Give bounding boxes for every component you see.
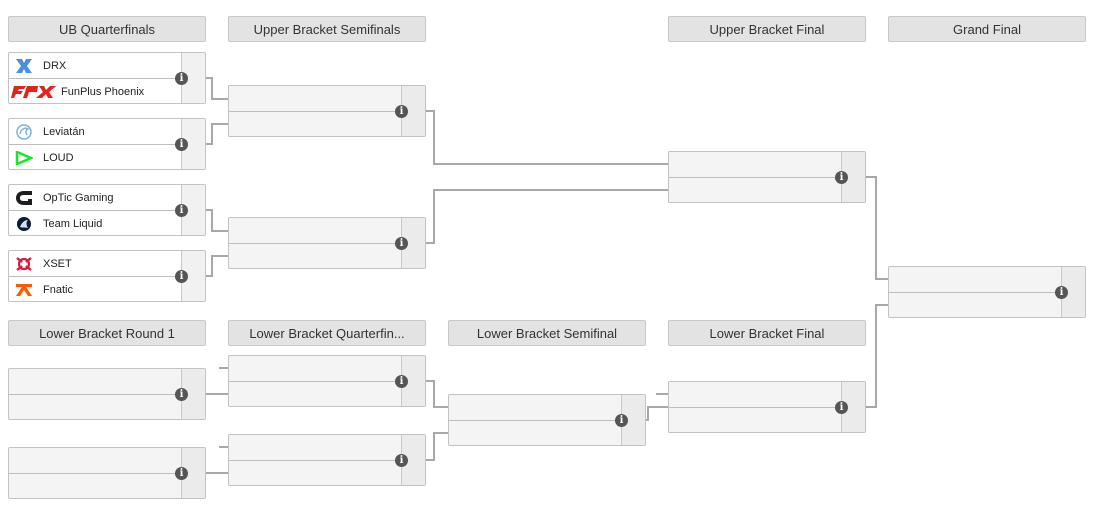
- match-ub-final[interactable]: i: [668, 151, 866, 203]
- match-team-row[interactable]: FunPlus Phoenix: [9, 79, 181, 105]
- info-icon[interactable]: i: [175, 204, 188, 217]
- team-name: LOUD: [43, 152, 74, 164]
- match-team-row[interactable]: Team Liquid: [9, 211, 181, 237]
- match-team-row[interactable]: [669, 152, 841, 178]
- info-icon[interactable]: i: [395, 454, 408, 467]
- team-name: XSET: [43, 257, 72, 270]
- team-name: Leviatán: [43, 125, 85, 138]
- info-icon[interactable]: i: [175, 138, 188, 151]
- match-team-row[interactable]: [889, 293, 1061, 319]
- match-team-row[interactable]: [229, 218, 401, 244]
- match-lb-semifinal[interactable]: i: [448, 394, 646, 446]
- match-ubsf-2[interactable]: i: [228, 217, 426, 269]
- match-team-row[interactable]: [9, 395, 181, 421]
- team-name: Fnatic: [43, 284, 73, 296]
- match-lbr1-1[interactable]: i: [8, 368, 206, 420]
- info-icon[interactable]: i: [395, 237, 408, 250]
- match-ubqf-4[interactable]: XSET Fnatic i: [8, 250, 206, 302]
- header-ub-final: Upper Bracket Final: [668, 16, 866, 42]
- fpx-logo-icon: [11, 83, 57, 101]
- match-team-row[interactable]: [449, 421, 621, 447]
- leviatan-logo-icon: [13, 123, 35, 141]
- match-team-row[interactable]: XSET: [9, 251, 181, 277]
- team-name: DRX: [43, 59, 67, 72]
- info-icon[interactable]: i: [175, 388, 188, 401]
- match-team-row[interactable]: [449, 395, 621, 421]
- liquid-logo-icon: [13, 215, 35, 233]
- team-name: FunPlus Phoenix: [61, 86, 145, 98]
- match-team-row[interactable]: [229, 112, 401, 138]
- info-icon[interactable]: i: [835, 401, 848, 414]
- match-team-row[interactable]: [889, 267, 1061, 293]
- match-team-row[interactable]: [9, 448, 181, 474]
- match-team-row[interactable]: DRX: [9, 53, 181, 79]
- match-team-row[interactable]: [9, 369, 181, 395]
- match-team-row[interactable]: [229, 86, 401, 112]
- match-team-row[interactable]: [9, 474, 181, 500]
- fnatic-logo-icon: [13, 281, 35, 299]
- match-ubqf-1[interactable]: DRX FunPlus Phoenix i: [8, 52, 206, 104]
- match-team-row[interactable]: LOUD: [9, 145, 181, 171]
- header-lb-round1: Lower Bracket Round 1: [8, 320, 206, 346]
- match-team-row[interactable]: [229, 356, 401, 382]
- header-lb-quarterfinal: Lower Bracket Quarterfin...: [228, 320, 426, 346]
- match-team-row[interactable]: [669, 178, 841, 204]
- match-ubqf-3[interactable]: OpTic Gaming Team Liquid i: [8, 184, 206, 236]
- match-ubsf-1[interactable]: i: [228, 85, 426, 137]
- match-grand-final[interactable]: i: [888, 266, 1086, 318]
- header-ub-semifinals: Upper Bracket Semifinals: [228, 16, 426, 42]
- header-grand-final: Grand Final: [888, 16, 1086, 42]
- match-lbr1-2[interactable]: i: [8, 447, 206, 499]
- info-icon[interactable]: i: [395, 105, 408, 118]
- xset-logo-icon: [13, 255, 35, 273]
- match-team-row[interactable]: [669, 382, 841, 408]
- drx-logo-icon: [13, 57, 35, 75]
- match-team-row[interactable]: [229, 382, 401, 408]
- match-lb-final[interactable]: i: [668, 381, 866, 433]
- header-lb-semifinal: Lower Bracket Semifinal: [448, 320, 646, 346]
- info-icon[interactable]: i: [835, 171, 848, 184]
- info-icon[interactable]: i: [1055, 286, 1068, 299]
- match-lbqf-1[interactable]: i: [228, 355, 426, 407]
- info-icon[interactable]: i: [175, 270, 188, 283]
- optic-logo-icon: [13, 189, 35, 207]
- match-ubqf-2[interactable]: Leviatán LOUD i: [8, 118, 206, 170]
- match-team-row[interactable]: OpTic Gaming: [9, 185, 181, 211]
- team-name: OpTic Gaming: [43, 191, 114, 204]
- match-team-row[interactable]: Fnatic: [9, 277, 181, 303]
- match-team-row[interactable]: [229, 244, 401, 270]
- info-icon[interactable]: i: [615, 414, 628, 427]
- match-team-row[interactable]: [229, 435, 401, 461]
- header-lb-final: Lower Bracket Final: [668, 320, 866, 346]
- team-name: Team Liquid: [43, 218, 103, 230]
- loud-logo-icon: [13, 149, 35, 167]
- match-team-row[interactable]: [229, 461, 401, 487]
- info-icon[interactable]: i: [395, 375, 408, 388]
- match-team-row[interactable]: [669, 408, 841, 434]
- match-team-row[interactable]: Leviatán: [9, 119, 181, 145]
- header-ub-quarterfinals: UB Quarterfinals: [8, 16, 206, 42]
- info-icon[interactable]: i: [175, 467, 188, 480]
- match-lbqf-2[interactable]: i: [228, 434, 426, 486]
- info-icon[interactable]: i: [175, 72, 188, 85]
